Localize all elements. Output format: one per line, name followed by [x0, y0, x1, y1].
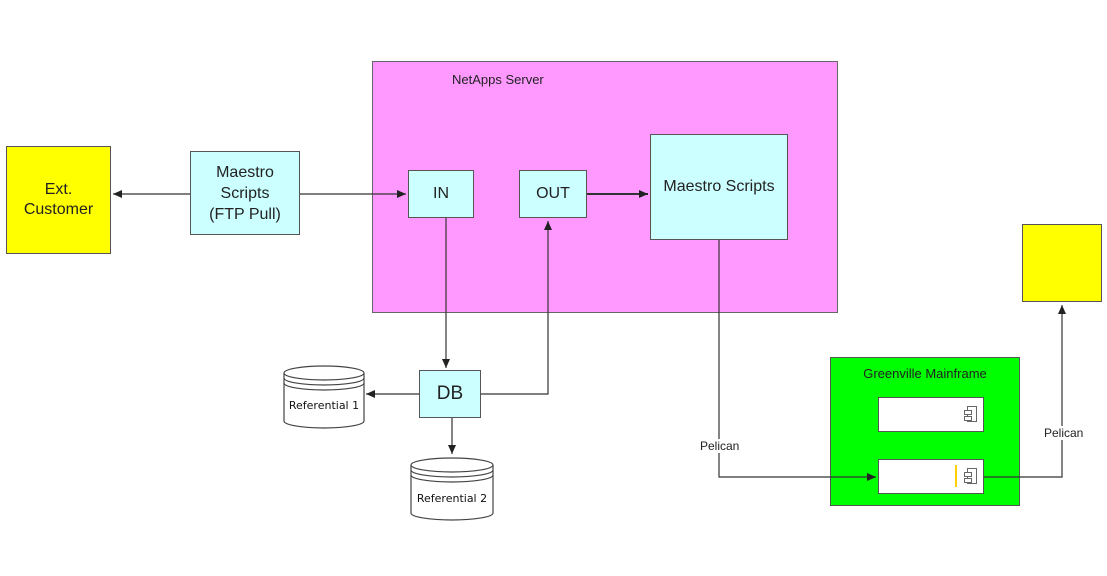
- referential-1-label: Referential 1: [289, 399, 359, 412]
- ext-customer-line2: Customer: [23, 201, 94, 218]
- ext-customer-node: Ext. Customer: [6, 146, 111, 254]
- edge-mainframe-to-destination: [984, 305, 1066, 478]
- maestro-scripts-node: Maestro Scripts: [650, 134, 788, 240]
- ext-customer-line1: Ext.: [44, 181, 73, 198]
- in-node: IN: [408, 170, 474, 218]
- ftp-scripts-line3: (FTP Pull): [209, 205, 281, 223]
- greenville-mainframe-title: Greenville Mainframe: [863, 366, 987, 381]
- referential-2-cylinder: [410, 457, 494, 521]
- component-icon: [964, 406, 977, 422]
- component-highlight-mark: [955, 465, 957, 487]
- referential-2-label: Referential 2: [417, 492, 487, 505]
- netapps-server-title: NetApps Server: [452, 72, 544, 87]
- out-node: OUT: [519, 170, 587, 218]
- ftp-scripts-line1: Maestro: [216, 163, 274, 181]
- referential-1-cylinder: [283, 365, 365, 429]
- mainframe-component-1: [878, 397, 984, 432]
- destination-node: [1022, 224, 1102, 302]
- edge-db-to-out: [481, 221, 552, 395]
- maestro-ftp-scripts-node: Maestro Scripts (FTP Pull): [190, 151, 300, 235]
- mainframe-component-2: [878, 459, 984, 494]
- db-node: DB: [419, 370, 481, 418]
- pelican-label-left: Pelican: [699, 439, 741, 453]
- edge-maestro-to-mainframe: [718, 240, 876, 481]
- pelican-label-right: Pelican: [1043, 426, 1085, 440]
- ftp-scripts-line2: Scripts: [220, 184, 270, 202]
- component-icon: [964, 468, 977, 484]
